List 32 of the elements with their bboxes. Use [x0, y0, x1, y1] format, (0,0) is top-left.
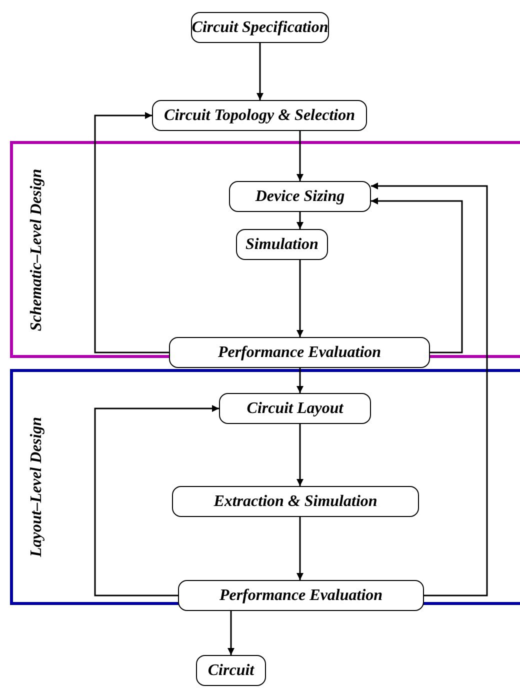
process-box [178, 580, 424, 611]
arrow [228, 611, 234, 655]
arrow [296, 517, 304, 580]
step-label: Circuit Layout [246, 400, 344, 418]
step-label: Device Sizing [255, 188, 345, 206]
process-box [196, 655, 266, 686]
step-label: Circuit [208, 662, 254, 680]
arrow [296, 368, 304, 393]
process-box [229, 181, 371, 212]
arrow [94, 112, 169, 354]
arrow [256, 43, 264, 100]
process-box [169, 337, 430, 368]
step-label: Performance Evaluation [218, 344, 382, 362]
arrow [371, 182, 488, 596]
step-label: Circuit Topology & Selection [164, 106, 355, 124]
arrow [296, 212, 304, 229]
stage-label: Layout–Level Design [28, 417, 46, 557]
step-label: Circuit Specification [192, 18, 328, 36]
arrow [296, 424, 304, 486]
process-box [172, 486, 419, 517]
stage-label: Schematic–Level Design [28, 168, 46, 331]
step-label: Performance Evaluation [219, 586, 383, 604]
arrow [371, 198, 463, 354]
step-label: Extraction & Simulation [214, 492, 378, 510]
step-label: Simulation [246, 236, 318, 254]
process-box [152, 100, 367, 131]
process-box [219, 393, 371, 424]
process-box [191, 12, 329, 43]
arrow [296, 131, 304, 181]
arrow [296, 260, 304, 337]
process-box [236, 229, 328, 260]
arrow [94, 405, 219, 596]
